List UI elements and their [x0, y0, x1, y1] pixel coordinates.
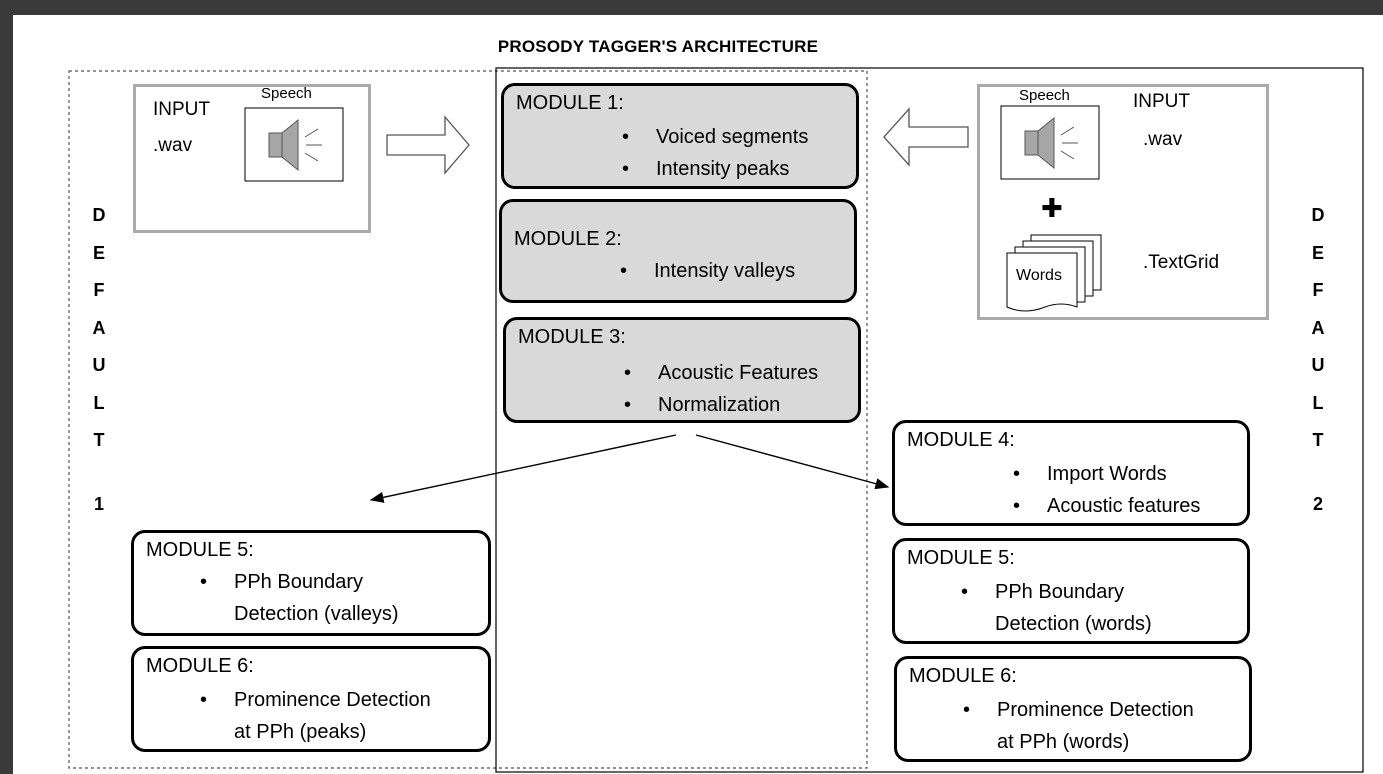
- module-item: PPh Boundary: [961, 581, 1124, 604]
- module-item: PPh Boundary: [200, 571, 363, 594]
- module-title: MODULE 2:: [514, 228, 622, 250]
- speech-label: Speech: [1019, 87, 1070, 104]
- module-item-continued: at PPh (peaks): [234, 721, 367, 743]
- module-item: Acoustic features: [1013, 495, 1201, 518]
- input-arrow-left: [883, 107, 969, 167]
- module-item: Acoustic Features: [624, 362, 818, 385]
- module-2-box: MODULE 2: Intensity valleys: [499, 199, 857, 303]
- module-6-default-2-box: MODULE 6: Prominence Detection at PPh (w…: [894, 656, 1252, 762]
- module-title: MODULE 1:: [516, 92, 624, 114]
- default-2-frame: [495, 67, 1364, 773]
- branch-arrow-left: [369, 434, 677, 503]
- default-2-label: D E F A U L T: [1311, 205, 1325, 450]
- module-item-continued: Detection (valleys): [234, 603, 399, 625]
- module-item: Voiced segments: [622, 126, 808, 149]
- module-6-default-1-box: MODULE 6: Prominence Detection at PPh (p…: [131, 646, 491, 752]
- input-format: .wav: [153, 135, 193, 156]
- module-item: Normalization: [624, 394, 780, 417]
- module-title: MODULE 5:: [146, 539, 254, 561]
- module-3-box: MODULE 3: Acoustic Features Normalizatio…: [503, 317, 861, 423]
- input-label: INPUT: [153, 99, 210, 120]
- speaker-icon: [1000, 105, 1100, 180]
- words-label: Words: [1016, 267, 1062, 284]
- module-title: MODULE 3:: [518, 326, 626, 348]
- speaker-icon: [244, 107, 344, 182]
- module-title: MODULE 5:: [907, 547, 1015, 569]
- branch-arrow-right: [695, 434, 890, 490]
- diagram-canvas: PROSODY TAGGER'S ARCHITECTURE D E F A U …: [13, 15, 1383, 774]
- diagram-title: PROSODY TAGGER'S ARCHITECTURE: [497, 37, 819, 56]
- default-1-label: D E F A U L T: [92, 205, 106, 450]
- module-title: MODULE 4:: [907, 429, 1015, 451]
- module-item: Prominence Detection: [963, 699, 1194, 722]
- module-item-continued: Detection (words): [995, 613, 1152, 635]
- module-5-default-2-box: MODULE 5: PPh Boundary Detection (words): [892, 538, 1250, 644]
- input-arrow-right: [386, 115, 470, 175]
- module-1-box: MODULE 1: Voiced segments Intensity peak…: [501, 83, 859, 189]
- module-4-box: MODULE 4: Import Words Acoustic features: [892, 420, 1250, 526]
- input-box-left: [133, 84, 371, 233]
- textgrid-label: .TextGrid: [1143, 252, 1220, 273]
- module-item: Intensity peaks: [622, 158, 790, 181]
- plus-icon: ✚: [1041, 193, 1063, 223]
- module-5-default-1-box: MODULE 5: PPh Boundary Detection (valley…: [131, 530, 491, 636]
- module-title: MODULE 6:: [909, 665, 1017, 687]
- diagram-lines: [68, 67, 1364, 773]
- input-format: .wav: [1143, 129, 1183, 150]
- default-2-number: 2: [1312, 494, 1323, 514]
- module-title: MODULE 6:: [146, 655, 254, 677]
- default-1-number: 1: [93, 494, 104, 514]
- module-item-continued: at PPh (words): [997, 731, 1130, 753]
- document-stack-icon: [1006, 234, 1102, 312]
- default-1-frame: [68, 70, 868, 769]
- module-item: Prominence Detection: [200, 689, 431, 712]
- module-item: Import Words: [1013, 463, 1167, 486]
- speech-label: Speech: [261, 85, 312, 102]
- module-item: Intensity valleys: [620, 260, 795, 283]
- input-label: INPUT: [1133, 91, 1190, 112]
- input-box-right: [977, 84, 1269, 320]
